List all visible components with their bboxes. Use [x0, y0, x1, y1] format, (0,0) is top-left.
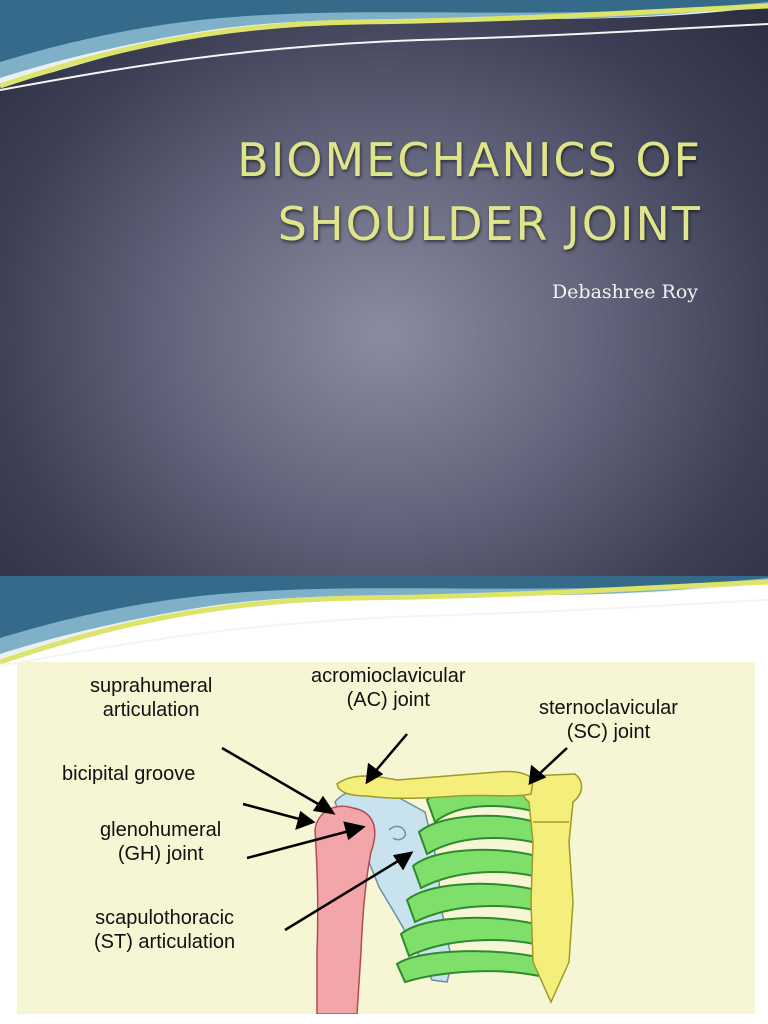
- slide-title: BIOMECHANICS OF SHOULDER JOINT: [120, 128, 702, 256]
- clavicle: [336, 770, 534, 800]
- humerus: [314, 805, 376, 1014]
- diagram-slide: suprahumeral articulation acromioclavicu…: [0, 576, 768, 1024]
- wave-decoration: [0, 0, 768, 91]
- label-suprahumeral-articulation: suprahumeral articulation: [90, 675, 213, 721]
- title-line-2: SHOULDER JOINT: [277, 197, 702, 251]
- wave-decoration: [0, 576, 768, 667]
- label-glenohumeral-joint: glenohumeral (GH) joint: [100, 819, 222, 865]
- label-sternoclavicular-joint: sternoclavicular (SC) joint: [539, 697, 678, 743]
- author-name: Debashree Roy: [551, 281, 698, 303]
- title-slide: BIOMECHANICS OF SHOULDER JOINT Debashree…: [0, 0, 768, 576]
- label-acromioclavicular-joint: acromioclavicular (AC) joint: [311, 665, 466, 711]
- shoulder-illustration: [221, 733, 583, 1014]
- title-line-1: BIOMECHANICS OF: [237, 133, 702, 187]
- label-scapulothoracic-articulation: scapulothoracic (ST) articulation: [94, 907, 236, 953]
- label-bicipital-groove: bicipital groove: [62, 763, 196, 785]
- shoulder-diagram: suprahumeral articulation acromioclavicu…: [17, 662, 755, 1014]
